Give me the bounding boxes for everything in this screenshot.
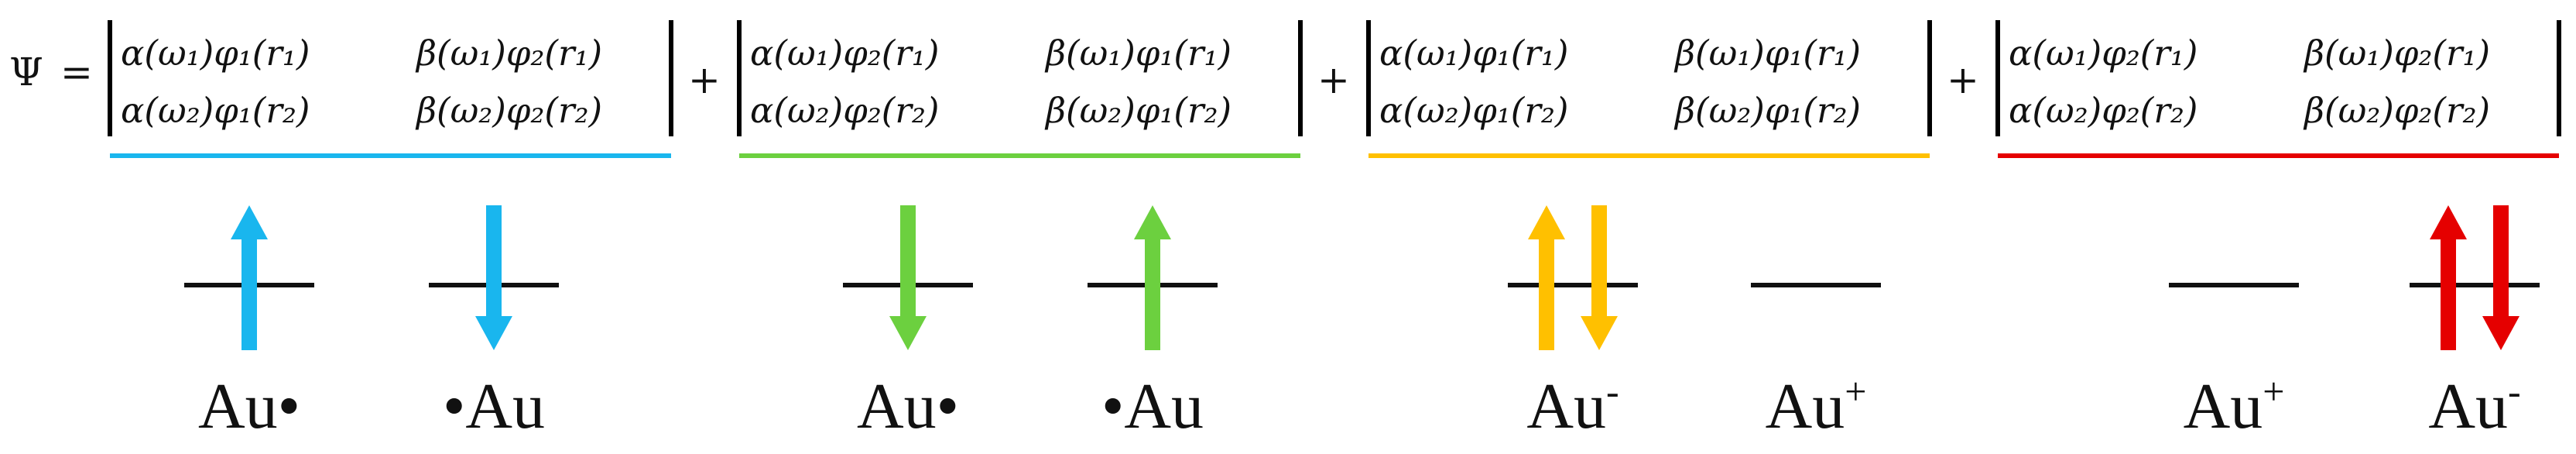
spin-down-arrow-icon	[2482, 205, 2519, 350]
au-site: Au•	[184, 205, 314, 442]
element-symbol: Au	[198, 370, 278, 442]
au-site: Au•	[843, 205, 973, 442]
psi-symbol: Ψ	[9, 50, 43, 95]
matrix-element: α(ω₁)φ₂(r₁)	[750, 33, 939, 74]
configuration-2: Au••Au	[843, 205, 1218, 442]
matrix-element: α(ω₂)φ₁(r₂)	[1379, 90, 1568, 131]
au-site: Au+	[2169, 283, 2299, 442]
spin-up-arrow-icon	[1528, 205, 1565, 350]
site-label: Au-	[2428, 370, 2520, 442]
determinant-1: α(ω₁)φ₁(r₁) β(ω₁)φ₂(r₁) α(ω₂)φ₁(r₂) β(ω₂)φ₂…	[108, 20, 673, 158]
site-label: Au•	[198, 370, 300, 442]
charge-superscript: +	[1845, 370, 1866, 413]
matrix-element: β(ω₁)φ₁(r₁)	[1044, 33, 1231, 74]
au-site: Au-	[1508, 205, 1638, 442]
radical-dot: •	[1101, 370, 1124, 442]
determinant-3: α(ω₁)φ₁(r₁) β(ω₁)φ₁(r₁) α(ω₂)φ₁(r₂) β(ω₂)φ₁…	[1366, 20, 1932, 158]
configuration-3: Au-Au+	[1508, 205, 1881, 442]
spin-down-arrow-icon	[475, 205, 512, 350]
matrix-element: β(ω₂)φ₁(r₂)	[1044, 90, 1231, 131]
matrix-element: α(ω₁)φ₂(r₁)	[2009, 33, 2197, 74]
configuration-1: Au••Au	[184, 205, 559, 442]
au-site: Au-	[2410, 205, 2540, 442]
determinant-4: α(ω₁)φ₂(r₁) β(ω₁)φ₂(r₁) α(ω₂)φ₂(r₂) β(ω₂)φ₂…	[1995, 20, 2561, 158]
matrix-element: α(ω₁)φ₁(r₁)	[1379, 33, 1568, 74]
site-label: Au-	[1526, 370, 1619, 442]
spin-down-arrow-icon	[1581, 205, 1618, 350]
element-symbol: Au	[1766, 370, 1845, 442]
determinant-color-underline	[110, 153, 671, 158]
site-label: Au+	[1766, 370, 1867, 442]
au-site: Au+	[1751, 283, 1881, 442]
determinant-group: α(ω₁)φ₁(r₁) β(ω₁)φ₂(r₁) α(ω₂)φ₁(r₂) β(ω₂)φ₂…	[108, 20, 2561, 158]
matrix-element: α(ω₁)φ₁(r₁)	[121, 33, 310, 74]
charge-superscript: -	[2508, 370, 2521, 413]
charge-superscript: -	[1606, 370, 1619, 413]
determinant-color-underline	[1368, 153, 1930, 158]
matrix-element: β(ω₁)φ₂(r₁)	[415, 33, 602, 74]
au-site: •Au	[1088, 205, 1218, 442]
spin-up-arrow-icon	[2430, 205, 2467, 350]
element-symbol: Au	[1124, 370, 1204, 442]
element-symbol: Au	[465, 370, 545, 442]
determinant-2: α(ω₁)φ₂(r₁) β(ω₁)φ₁(r₁) α(ω₂)φ₂(r₂) β(ω₂)φ₁…	[737, 20, 1303, 158]
equals-sign: =	[60, 50, 93, 95]
plus-sign: +	[688, 57, 721, 102]
spin-up-arrow-icon	[231, 205, 268, 350]
determinant-color-underline	[1998, 153, 2559, 158]
site-label: Au+	[2184, 370, 2285, 442]
plus-sign: +	[1317, 57, 1350, 102]
element-symbol: Au	[857, 370, 937, 442]
radical-dot: •	[937, 370, 959, 442]
radical-dot: •	[443, 370, 465, 442]
site-label: Au•	[857, 370, 959, 442]
matrix-element: β(ω₂)φ₂(r₂)	[415, 90, 602, 131]
matrix-element: β(ω₁)φ₂(r₁)	[2303, 33, 2490, 74]
matrix-element: β(ω₂)φ₂(r₂)	[2303, 90, 2490, 131]
spin-down-arrow-icon	[889, 205, 927, 350]
determinant-color-underline	[739, 153, 1300, 158]
matrix-element: β(ω₁)φ₁(r₁)	[1673, 33, 1861, 74]
matrix-element: α(ω₂)φ₁(r₂)	[121, 90, 310, 131]
matrix-element: β(ω₂)φ₁(r₂)	[1673, 90, 1861, 131]
configuration-4: Au+Au-	[2169, 205, 2540, 442]
site-label: •Au	[1101, 370, 1204, 442]
au-site: •Au	[429, 205, 559, 442]
matrix-element: α(ω₂)φ₂(r₂)	[2009, 90, 2197, 131]
matrix-element: α(ω₂)φ₂(r₂)	[750, 90, 939, 131]
site-label: •Au	[443, 370, 545, 442]
spin-up-arrow-icon	[1134, 205, 1171, 350]
plus-sign: +	[1947, 57, 1979, 102]
element-symbol: Au	[2428, 370, 2508, 442]
element-symbol: Au	[2184, 370, 2263, 442]
element-symbol: Au	[1526, 370, 1606, 442]
charge-superscript: +	[2263, 370, 2284, 413]
radical-dot: •	[278, 370, 300, 442]
